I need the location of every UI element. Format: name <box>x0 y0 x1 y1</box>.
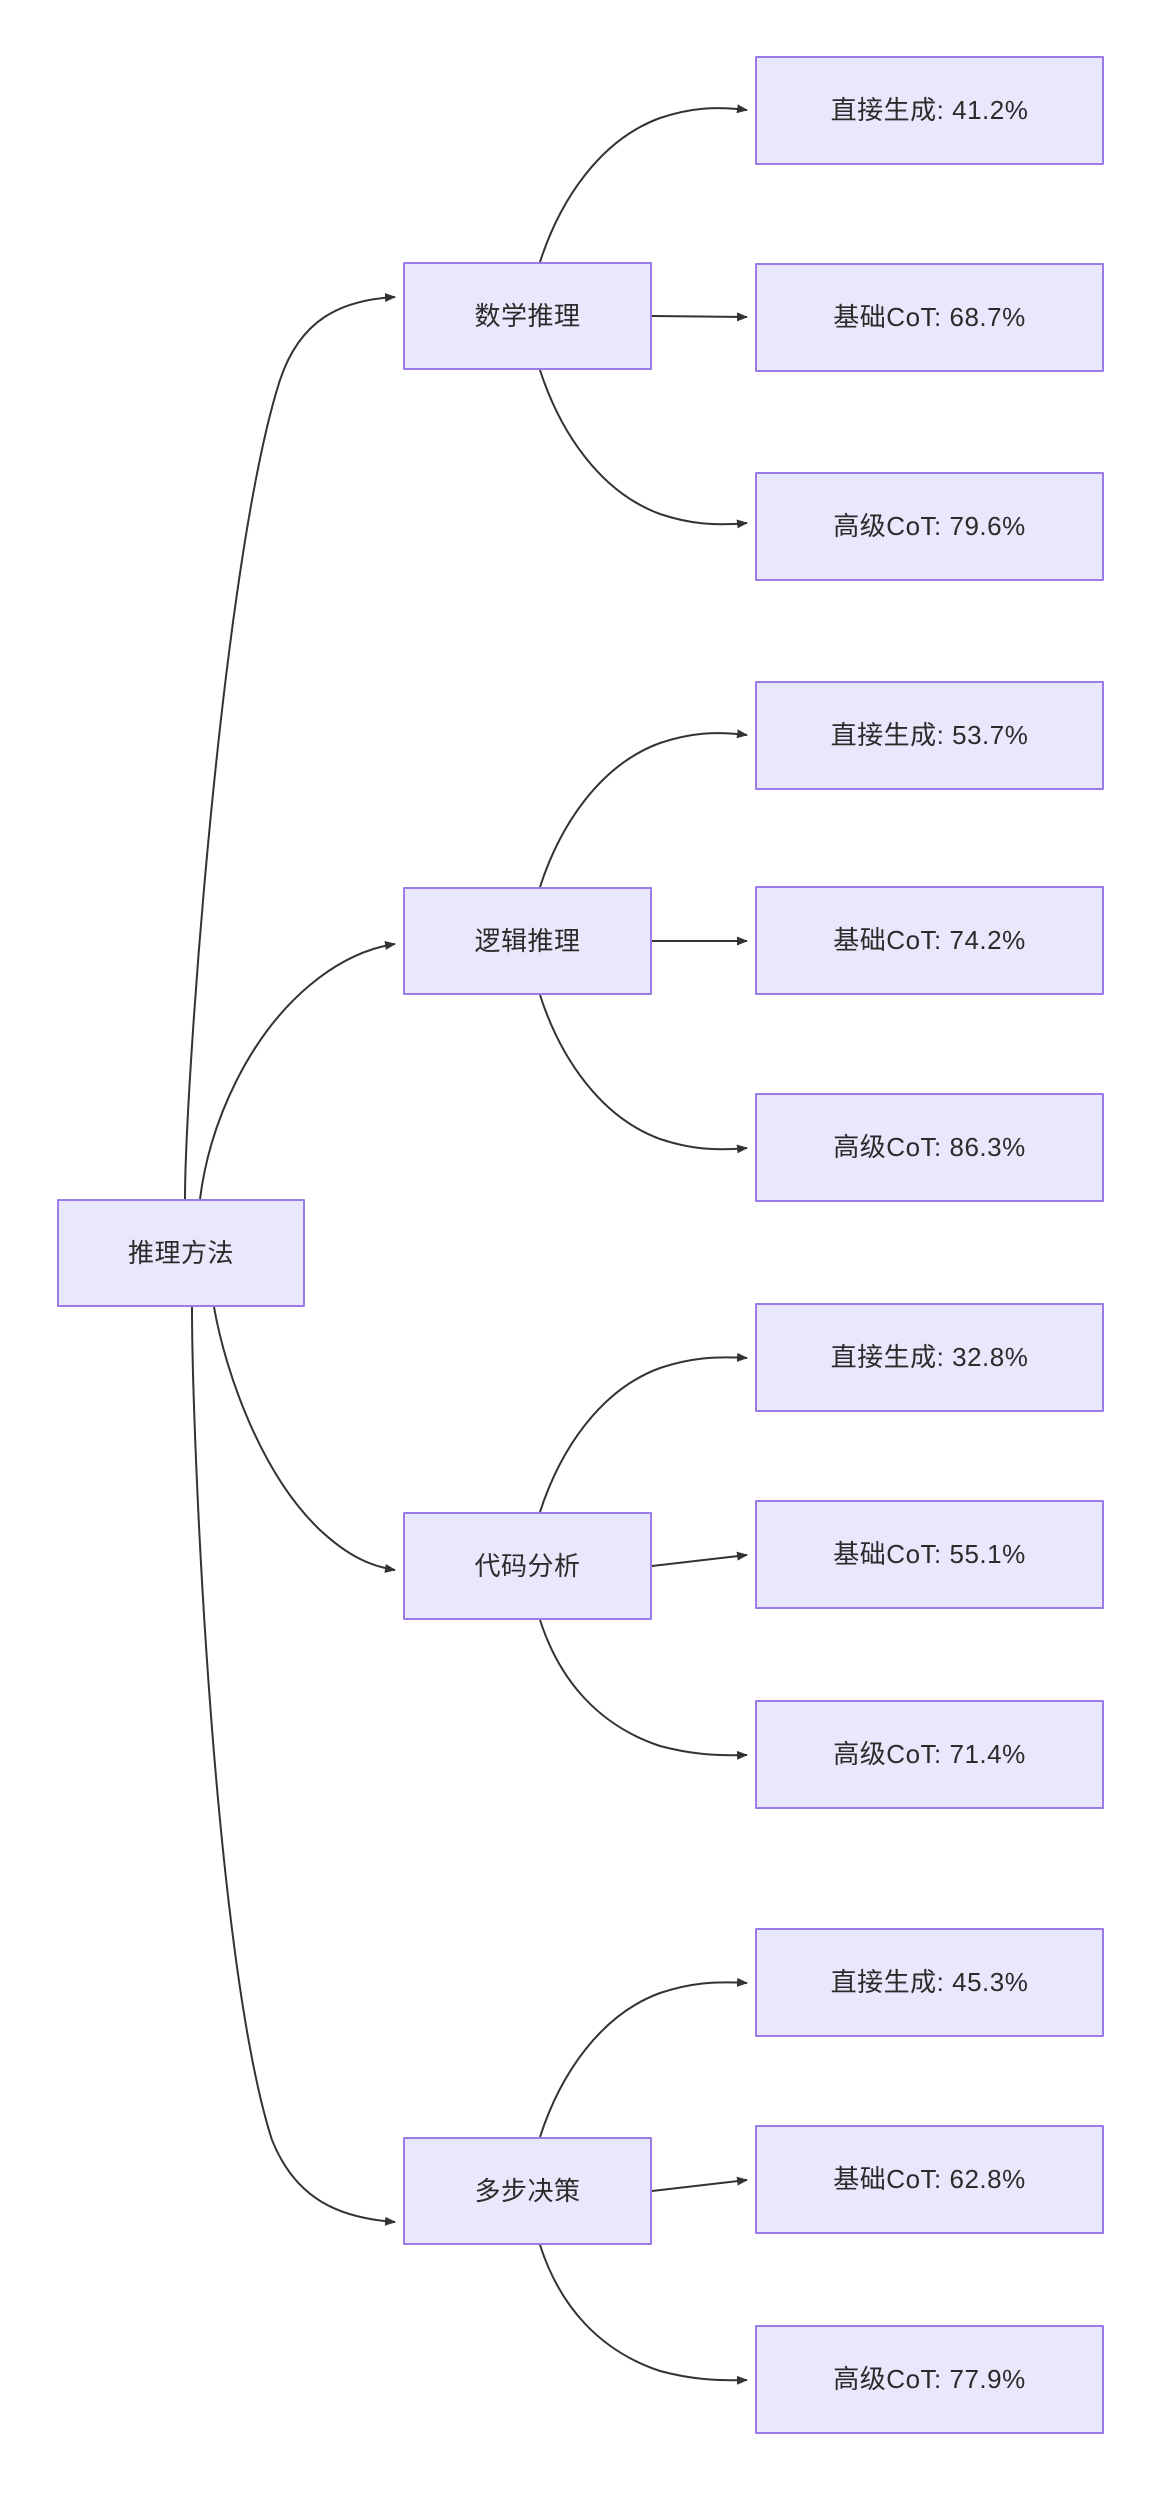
node-label: 多步决策 <box>474 2175 581 2206</box>
flow-edge <box>651 1551 748 1567</box>
node-leaf-math-direct[interactable]: 直接生成: 41.2% <box>755 56 1104 165</box>
node-leaf-code-advanced[interactable]: 高级CoT: 71.4% <box>755 1700 1104 1809</box>
flow-edge <box>539 994 748 1154</box>
flow-edge <box>539 2244 748 2385</box>
flow-edge <box>539 1619 748 1760</box>
node-label: 推理方法 <box>127 1237 234 1268</box>
node-root[interactable]: 推理方法 <box>57 1199 305 1307</box>
flow-edge <box>539 729 748 888</box>
flow-edge <box>199 941 396 1200</box>
node-label: 直接生成: 32.8% <box>830 1342 1029 1373</box>
node-label: 基础CoT: 68.7% <box>833 302 1026 333</box>
node-label: 基础CoT: 74.2% <box>833 925 1026 956</box>
node-label: 基础CoT: 55.1% <box>833 1539 1026 1570</box>
node-leaf-math-basic[interactable]: 基础CoT: 68.7% <box>755 263 1104 372</box>
node-label: 直接生成: 53.7% <box>830 720 1029 751</box>
node-branch-logic[interactable]: 逻辑推理 <box>403 887 652 995</box>
flow-edge <box>191 1306 396 2226</box>
node-label: 高级CoT: 86.3% <box>833 1132 1026 1163</box>
node-label: 直接生成: 45.3% <box>830 1967 1029 1998</box>
node-leaf-logic-basic[interactable]: 基础CoT: 74.2% <box>755 886 1104 995</box>
node-leaf-code-basic[interactable]: 基础CoT: 55.1% <box>755 1500 1104 1609</box>
node-label: 高级CoT: 79.6% <box>833 511 1026 542</box>
node-label: 代码分析 <box>474 1550 581 1581</box>
node-leaf-logic-direct[interactable]: 直接生成: 53.7% <box>755 681 1104 790</box>
node-branch-math[interactable]: 数学推理 <box>403 262 652 370</box>
node-label: 高级CoT: 77.9% <box>833 2364 1026 2395</box>
flow-edge <box>651 312 748 322</box>
node-leaf-multistep-advanced[interactable]: 高级CoT: 77.9% <box>755 2325 1104 2434</box>
node-leaf-logic-advanced[interactable]: 高级CoT: 86.3% <box>755 1093 1104 1202</box>
flow-edge <box>539 104 748 263</box>
node-label: 数学推理 <box>474 300 581 331</box>
flow-edge <box>651 2176 748 2192</box>
flow-edge <box>184 293 396 1200</box>
node-leaf-math-advanced[interactable]: 高级CoT: 79.6% <box>755 472 1104 581</box>
node-label: 基础CoT: 62.8% <box>833 2164 1026 2195</box>
flow-edge <box>213 1306 396 1573</box>
flow-edge <box>539 1352 748 1513</box>
node-leaf-code-direct[interactable]: 直接生成: 32.8% <box>755 1303 1104 1412</box>
node-leaf-multistep-direct[interactable]: 直接生成: 45.3% <box>755 1928 1104 2037</box>
flow-edge <box>539 369 748 529</box>
node-leaf-multistep-basic[interactable]: 基础CoT: 62.8% <box>755 2125 1104 2234</box>
node-label: 直接生成: 41.2% <box>830 95 1029 126</box>
node-label: 逻辑推理 <box>474 925 581 956</box>
node-branch-code[interactable]: 代码分析 <box>403 1512 652 1620</box>
node-branch-multistep[interactable]: 多步决策 <box>403 2137 652 2245</box>
node-label: 高级CoT: 71.4% <box>833 1739 1026 1770</box>
flow-edge <box>539 1977 748 2138</box>
